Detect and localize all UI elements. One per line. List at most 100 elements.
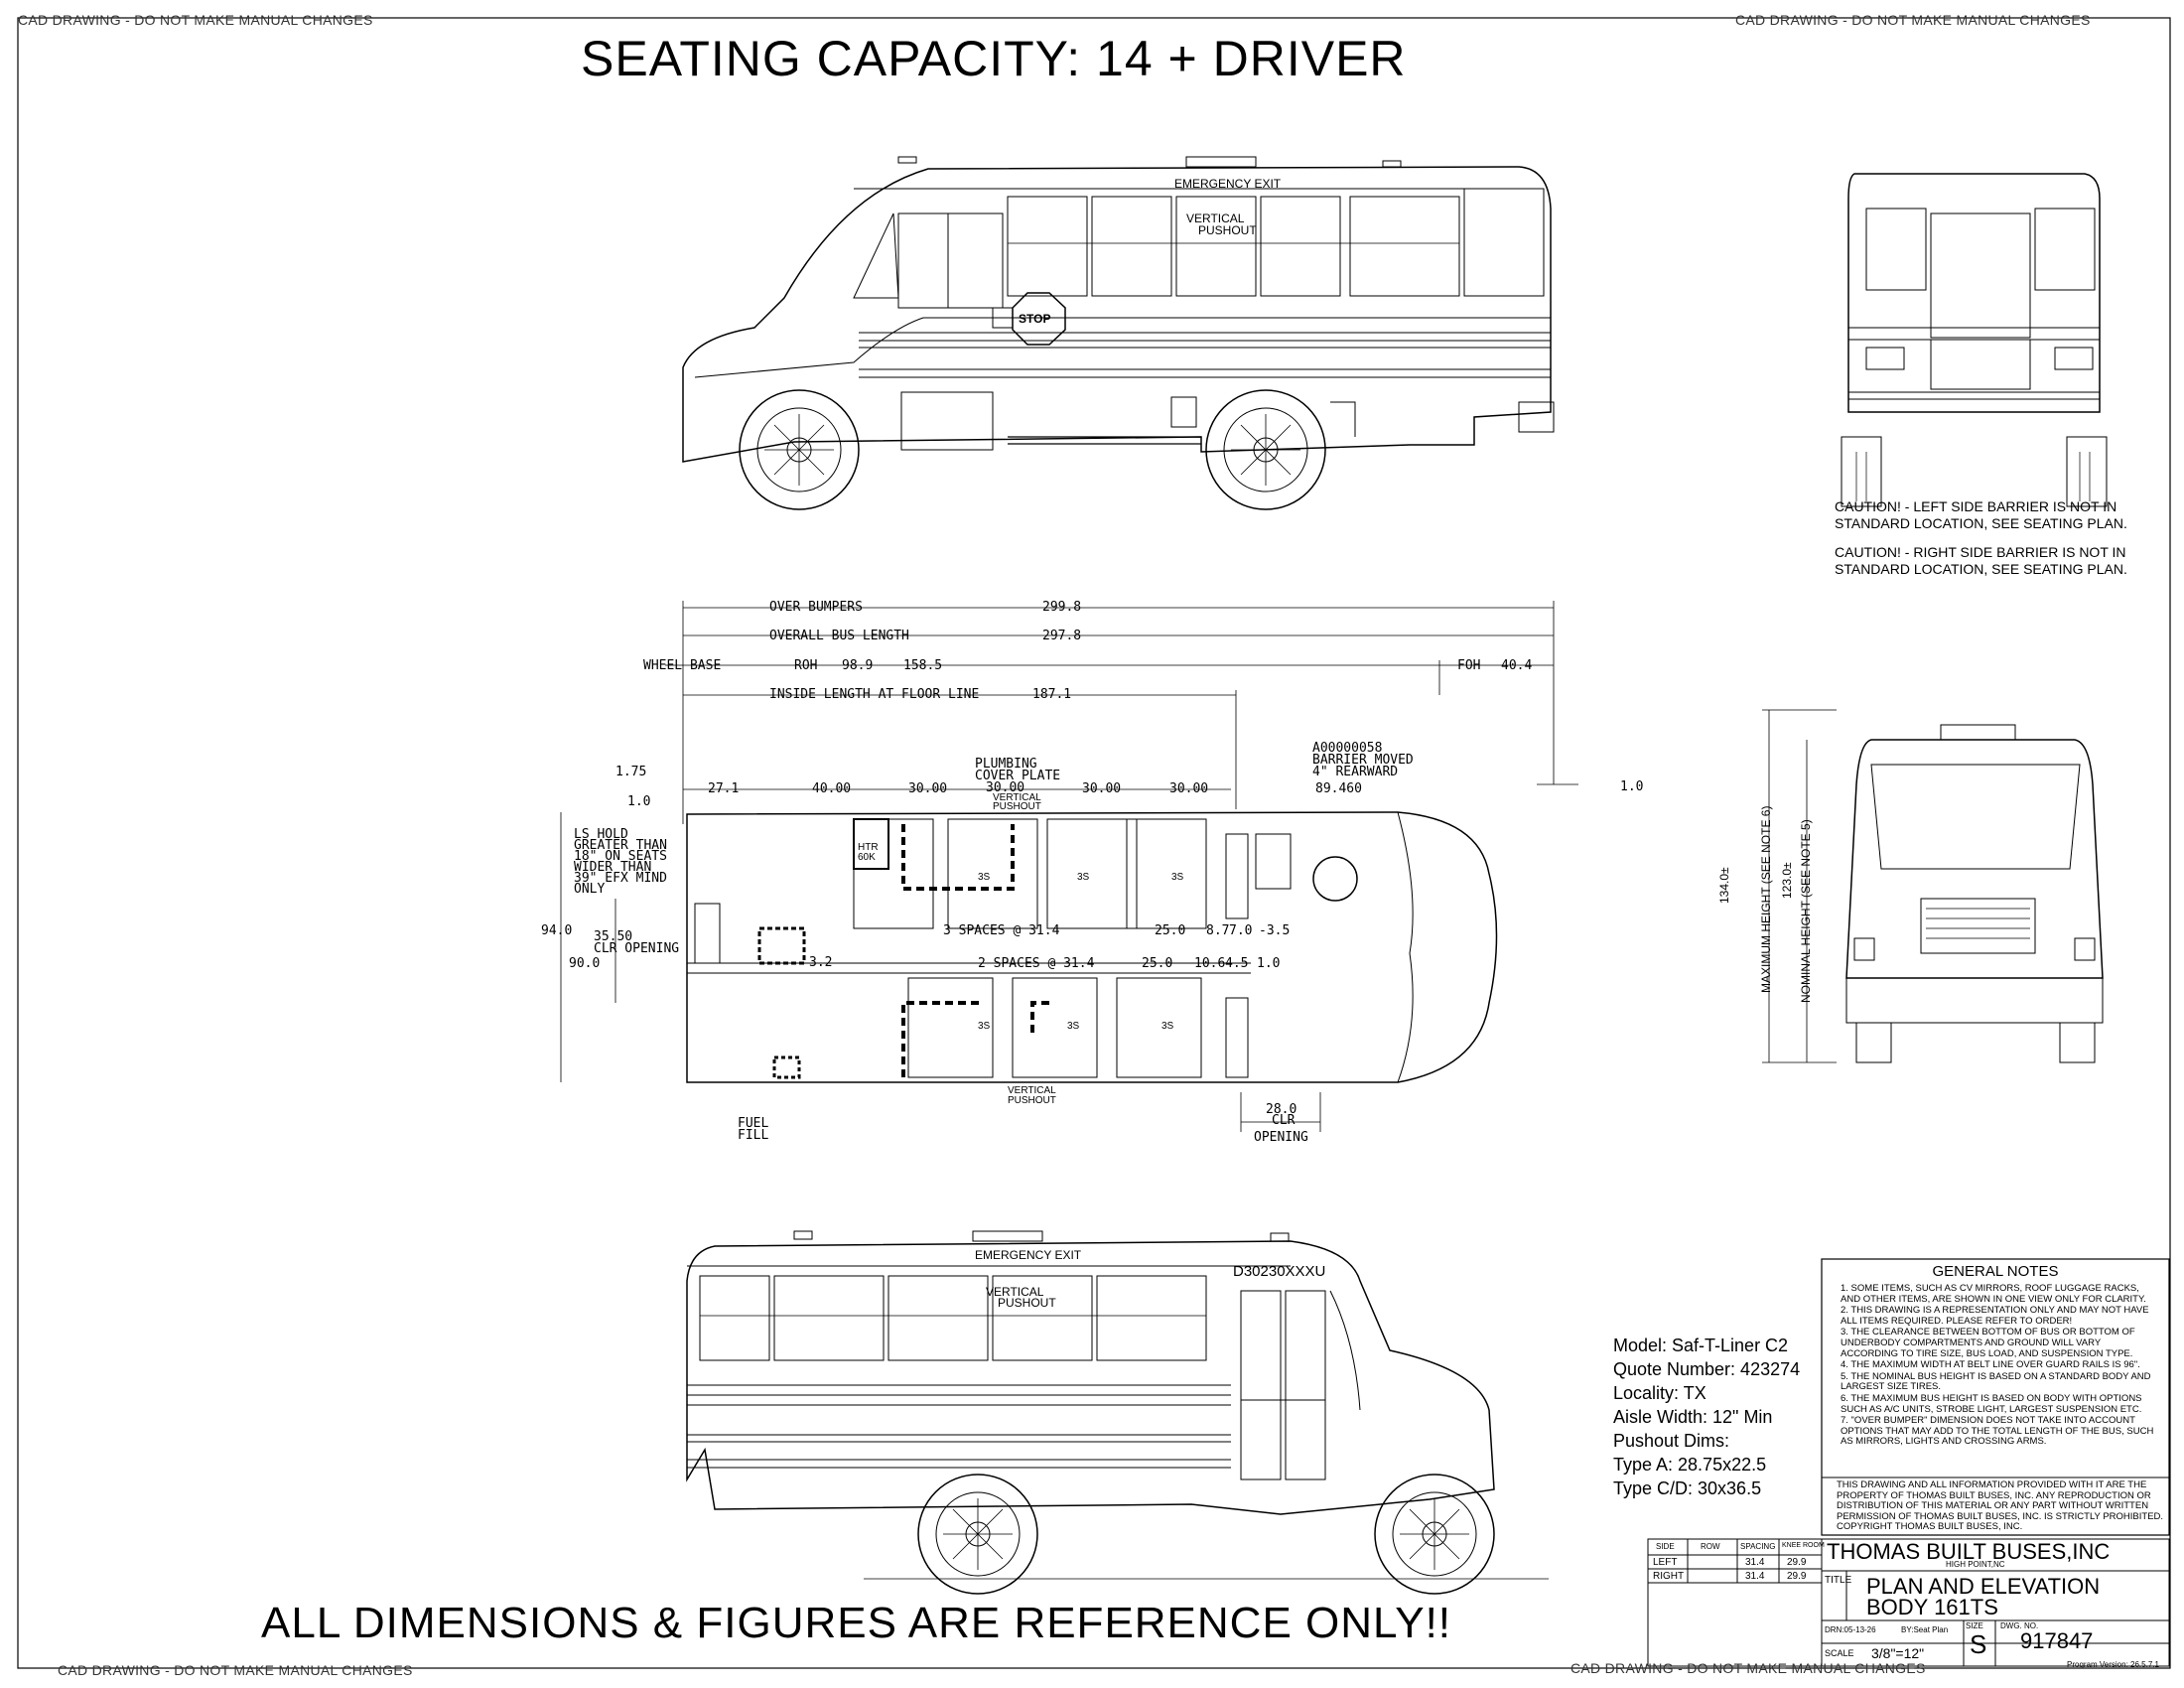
heater-label-1: HTR: [858, 842, 879, 853]
table-row-left-spacing: 31.4: [1745, 1557, 1765, 1568]
note-item: 7. "OVER BUMPER" DIMENSION DOES NOT TAKE…: [1841, 1415, 2154, 1448]
table-header-knee-room: KNEE ROOM: [1782, 1542, 1825, 1549]
drawn-date: DRN:05-13-26: [1825, 1625, 1876, 1634]
plan-view: [560, 601, 1578, 1132]
width-94: 94.0: [541, 923, 573, 938]
pushout-dims-line: Pushout Dims:: [1613, 1431, 1730, 1451]
width-90: 90.0: [569, 956, 601, 971]
over-bumpers-value: 299.8: [1042, 600, 1082, 615]
dim-1-0-right: 1.0: [1620, 779, 1644, 794]
fill-label: FILL: [738, 1128, 769, 1143]
nominal-height-value: 123.0±: [1780, 862, 1794, 899]
model-info: Model: Saf-T-Liner C2 Quote Number: 4232…: [1613, 1334, 1800, 1500]
banner-bottom-left: CAD DRAWING - DO NOT MAKE MANUAL CHANGES: [58, 1662, 413, 1678]
vertical-pushout-top-1: VERTICAL: [1186, 211, 1245, 225]
overall-length-label: OVERALL BUS LENGTH: [769, 629, 909, 643]
drawing-title-1: PLAN AND ELEVATION: [1866, 1574, 2101, 1599]
note-item: 1. SOME ITEMS, SUCH AS CV MIRRORS, ROOF …: [1841, 1283, 2146, 1305]
table-row-right-spacing: 31.4: [1745, 1571, 1765, 1582]
table-row-left-knee: 29.9: [1787, 1557, 1807, 1568]
front-wheel-bottom-icon: [1374, 1474, 1495, 1595]
drawn-by: BY:Seat Plan: [1901, 1625, 1949, 1634]
quote-number-line: Quote Number: 423274: [1613, 1359, 1801, 1379]
wheel-base-value: 158.5: [903, 658, 943, 673]
title-block: [1647, 1538, 2170, 1667]
front-wheel-icon: [739, 389, 860, 510]
table-header-row: ROW: [1701, 1542, 1720, 1551]
dim-30-d: 30.00: [1169, 781, 1209, 796]
spaces-bottom: 2 SPACES @ 31.4: [978, 956, 1095, 971]
table-header-spacing: SPACING: [1740, 1542, 1776, 1551]
dim-1-75: 1.75: [615, 765, 647, 779]
table-row-left-side: LEFT: [1653, 1557, 1678, 1568]
top-8-7: 8.7: [1206, 923, 1230, 938]
plumbing-2: COVER PLATE: [975, 769, 1061, 783]
company-location: HIGH POINT,NC: [1946, 1560, 2005, 1569]
bottom-pushout-2: PUSHOUT: [1008, 1095, 1056, 1106]
clr-opening-label: CLR OPENING: [594, 941, 680, 956]
foh-value: 40.4: [1501, 658, 1533, 673]
dim-27-1: 27.1: [708, 781, 740, 796]
side-view-bottom: [686, 1230, 1549, 1595]
sheet-border: [17, 17, 2171, 1669]
top-minus-3-5: -3.5: [1259, 923, 1291, 938]
vertical-pushout-bottom-1: VERTICAL: [986, 1285, 1044, 1299]
foh-label: FOH: [1457, 658, 1481, 673]
dim-1-0: 1.0: [627, 794, 651, 809]
plan-pushout-1: VERTICAL: [993, 792, 1041, 803]
note-item: 4. THE MAXIMUM WIDTH AT BELT LINE OVER G…: [1841, 1359, 2140, 1371]
nominal-height-label: NOMINAL HEIGHT (SEE NOTE 5): [1799, 819, 1813, 1003]
dim-3-2: 3.2: [809, 955, 833, 970]
copyright-notice: THIS DRAWING AND ALL INFORMATION PROVIDE…: [1837, 1479, 2164, 1533]
general-notes-list: 1. SOME ITEMS, SUCH AS CV MIRRORS, ROOF …: [1827, 1283, 2164, 1448]
size-label: SIZE: [1966, 1621, 1983, 1630]
rear-wheel-bottom-icon: [917, 1474, 1038, 1595]
steering-wheel-icon: [1312, 856, 1358, 902]
door-opening-label: OPENING: [1254, 1130, 1308, 1145]
program-version: Program Version: 26.5.7.1: [2067, 1660, 2159, 1669]
max-height-label: MAXIMUM HEIGHT (SEE NOTE 6): [1759, 805, 1773, 993]
scale-label: SCALE: [1825, 1648, 1854, 1658]
barrier-note: A00000058 BARRIER MOVED 4" REARWARD: [1312, 741, 1414, 779]
dwg-no-value: 917847: [2020, 1628, 2094, 1653]
inside-length-value: 187.1: [1032, 687, 1072, 702]
heater-label-2: 60K: [858, 852, 876, 863]
bot-25: 25.0: [1142, 956, 1173, 971]
max-height-value: 134.0±: [1717, 867, 1731, 904]
drawing-title-2: BODY 161TS: [1866, 1595, 1998, 1619]
body-code: D30230XXXU: [1233, 1263, 1326, 1280]
plumbing-1: PLUMBING: [975, 757, 1037, 772]
scale-value: 3/8"=12": [1871, 1645, 1925, 1661]
top-25: 25.0: [1155, 923, 1186, 938]
seat-code-4: 3S: [978, 1021, 991, 1032]
banner-top-right: CAD DRAWING - DO NOT MAKE MANUAL CHANGES: [1735, 12, 2091, 28]
dim-30-c: 30.00: [1082, 781, 1122, 796]
general-notes: GENERAL NOTES 1. SOME ITEMS, SUCH AS CV …: [1827, 1263, 2164, 1449]
clr-opening-value: 35.50: [594, 929, 633, 944]
inside-length-label: INSIDE LENGTH AT FLOOR LINE: [769, 687, 980, 702]
ls-hold-note: LS HOLD GREATER THAN 18" ON SEATS WIDER …: [574, 827, 667, 897]
note-item: 6. THE MAXIMUM BUS HEIGHT IS BASED ON BO…: [1841, 1392, 2142, 1415]
seat-code-1: 3S: [978, 872, 991, 883]
front-view: [1762, 709, 2104, 1063]
seat-code-3: 3S: [1171, 872, 1184, 883]
emergency-exit-bottom: EMERGENCY EXIT: [975, 1248, 1082, 1262]
door-clr-value: 28.0: [1266, 1102, 1297, 1117]
vertical-pushout-bottom-2: PUSHOUT: [998, 1296, 1056, 1310]
banner-bottom-right: CAD DRAWING - DO NOT MAKE MANUAL CHANGES: [1570, 1660, 1926, 1676]
type-cd-line: Type C/D: 30x36.5: [1613, 1478, 1762, 1498]
type-a-line: Type A: 28.75x22.5: [1613, 1455, 1767, 1475]
aisle-width-line: Aisle Width: 12" Min: [1613, 1407, 1773, 1427]
banner-top-left: CAD DRAWING - DO NOT MAKE MANUAL CHANGES: [18, 12, 373, 28]
stop-sign-label: STOP: [1019, 312, 1051, 326]
note-item: 5. THE NOMINAL BUS HEIGHT IS BASED ON A …: [1841, 1370, 2151, 1393]
dim-40: 40.00: [812, 781, 852, 796]
caution-left: CAUTION! - LEFT SIDE BARRIER IS NOT IN S…: [1835, 498, 2127, 531]
note-item: 3. THE CLEARANCE BETWEEN BOTTOM OF BUS O…: [1841, 1327, 2135, 1359]
roh-label: ROH: [794, 658, 818, 673]
wheel-base-label: WHEEL BASE: [643, 658, 722, 673]
over-bumpers-label: OVER BUMPERS: [769, 600, 863, 615]
dim-89-460: 89.460: [1315, 781, 1362, 796]
seat-code-2: 3S: [1077, 872, 1090, 883]
company-name: THOMAS BUILT BUSES,INC: [1827, 1539, 2111, 1564]
